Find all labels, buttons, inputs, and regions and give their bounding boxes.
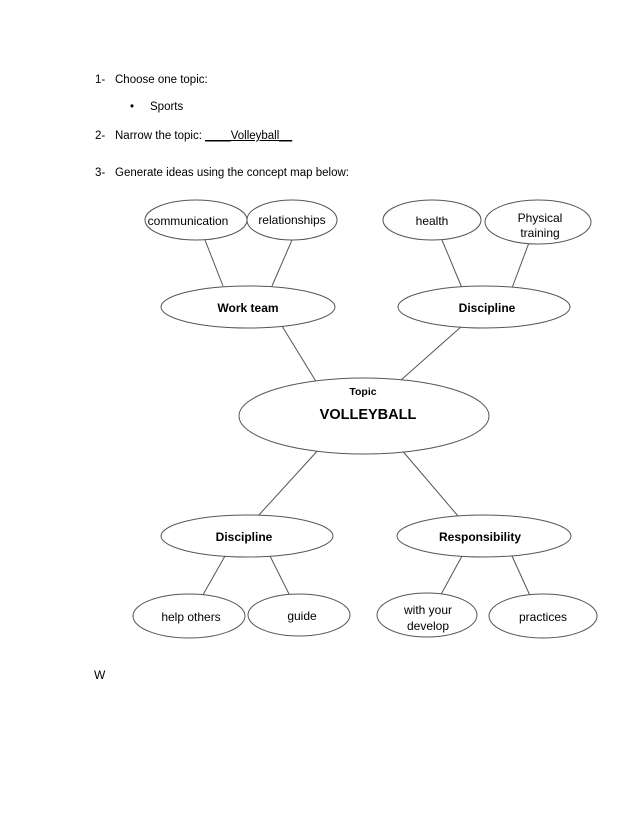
step-2-number: 2- [95, 130, 106, 142]
branch-responsibility-label: Responsibility [439, 530, 521, 544]
leaf-practices-label: practices [519, 610, 567, 624]
leaf-guide-label: guide [287, 609, 317, 623]
connector-lines [199, 239, 533, 601]
branch-discipline-top-node [397, 285, 571, 329]
footer-fragment: W [94, 668, 106, 682]
leaf-relationships-label: relationships [258, 213, 325, 227]
branch-discipline-top-label: Discipline [459, 301, 516, 315]
step-3: 3- Generate ideas using the concept map … [95, 167, 349, 179]
step-1: 1- Choose one topic: [95, 74, 208, 86]
step-1-text: Choose one topic: [115, 74, 208, 86]
branch-work-team-node [160, 285, 336, 329]
step-1-number: 1- [95, 74, 106, 86]
step-3-text: Generate ideas using the concept map bel… [115, 167, 349, 179]
leaf-practices-node [488, 593, 598, 639]
topic-label: VOLLEYBALL [320, 407, 417, 423]
leaf-help-others-label: help others [161, 610, 220, 624]
step-2-text: Narrow the topic: [115, 130, 206, 142]
leaf-physical-training-node [484, 199, 592, 245]
leaf-health-node [382, 199, 482, 241]
branch-work-team-label: Work team [217, 301, 278, 315]
step-3-number: 3- [95, 167, 106, 179]
branch-discipline-bottom-label: Discipline [216, 530, 273, 544]
leaf-develop-label: develop [407, 619, 449, 633]
step-2-answer: ____Volleyball__ [205, 130, 293, 142]
leaf-help-others-node [132, 593, 246, 639]
leaf-with-your-develop-node [376, 592, 478, 638]
branch-responsibility-node [396, 514, 572, 558]
leaf-health-label: health [416, 214, 449, 228]
leaf-relationships-node [246, 199, 338, 241]
bullet-item: • Sports [130, 101, 183, 113]
branch-discipline-bottom-node [160, 514, 334, 558]
leaf-physical-label: Physical [518, 211, 563, 225]
bullet-icon: • [130, 101, 135, 113]
leaf-guide-node [247, 593, 351, 637]
leaf-communication-label: communication [148, 214, 229, 228]
leaf-training-label: training [520, 226, 559, 240]
topic-node [238, 377, 490, 455]
bullet-text: Sports [150, 101, 184, 113]
step-2: 2- Narrow the topic: ____Volleyball__ [95, 130, 292, 142]
leaf-with-your-label: with your [403, 603, 452, 617]
topic-heading-label: Topic [349, 386, 376, 398]
